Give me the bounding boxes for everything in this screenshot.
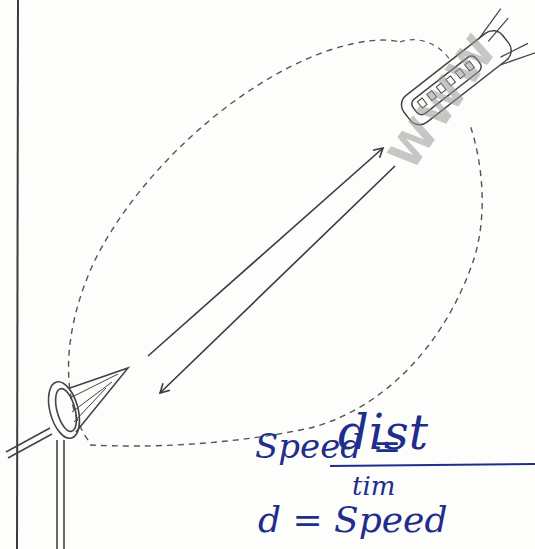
formula-text: d = Speed	[258, 500, 447, 540]
formula-numerator: dist	[338, 406, 428, 459]
signal-envelope	[400, 40, 450, 60]
margin-line	[17, 0, 18, 549]
watermark: WWW	[380, 26, 507, 178]
signal-envelope	[90, 125, 482, 446]
formula-denominator: tim	[352, 472, 395, 501]
downlink-arrow	[160, 166, 395, 393]
uplink-arrow	[148, 148, 383, 356]
signal-envelope	[69, 40, 400, 440]
dish-antenna	[6, 368, 128, 549]
